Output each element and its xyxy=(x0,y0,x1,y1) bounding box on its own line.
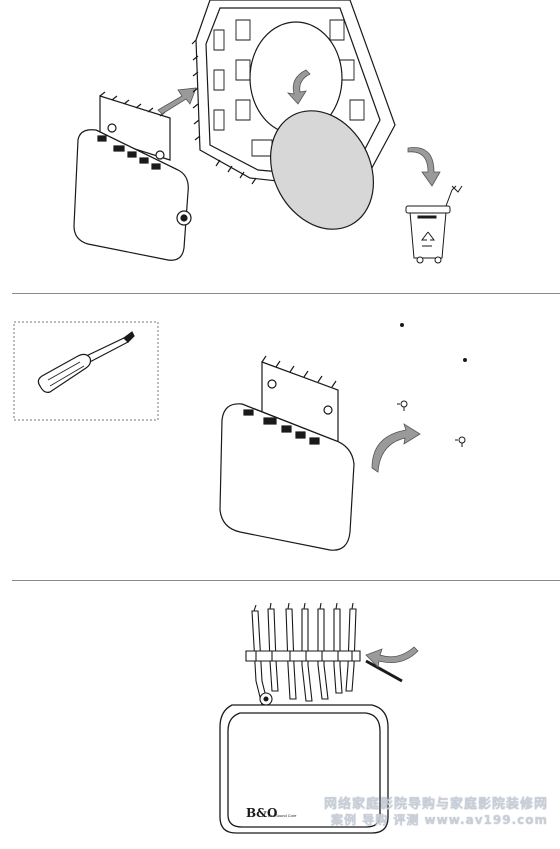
step-1-panel xyxy=(0,0,560,293)
brand-logo: B&O xyxy=(246,806,277,820)
arrow-right-icon xyxy=(157,87,197,115)
divider-2 xyxy=(12,580,560,581)
arrow-down-icon xyxy=(286,69,311,105)
recycle-bin-icon xyxy=(405,185,463,264)
brand-subtitle: BeoSound Core xyxy=(268,813,297,818)
cover-disc xyxy=(269,110,375,230)
watermark-line-2: 案例 导购 评测 www.av199.com xyxy=(331,813,548,827)
cable-tie-icon xyxy=(245,650,403,706)
arrow-to-bin-icon xyxy=(407,147,441,187)
device-front xyxy=(219,704,389,834)
step-3-panel: B&O BeoSound Core xyxy=(0,581,560,849)
curved-arrow-icon xyxy=(371,423,421,473)
curved-arrow-icon xyxy=(365,646,419,668)
cables xyxy=(251,602,357,706)
device-with-bracket xyxy=(73,91,192,261)
watermark-line-1: 网络家庭影院导购与家庭影院装修网 xyxy=(323,797,548,812)
screwdriver-icon xyxy=(37,331,135,393)
screw-icon xyxy=(397,323,467,447)
tool-box xyxy=(13,321,159,421)
divider-1 xyxy=(12,293,560,294)
device-unit xyxy=(219,403,355,551)
step-2-panel xyxy=(0,294,560,580)
